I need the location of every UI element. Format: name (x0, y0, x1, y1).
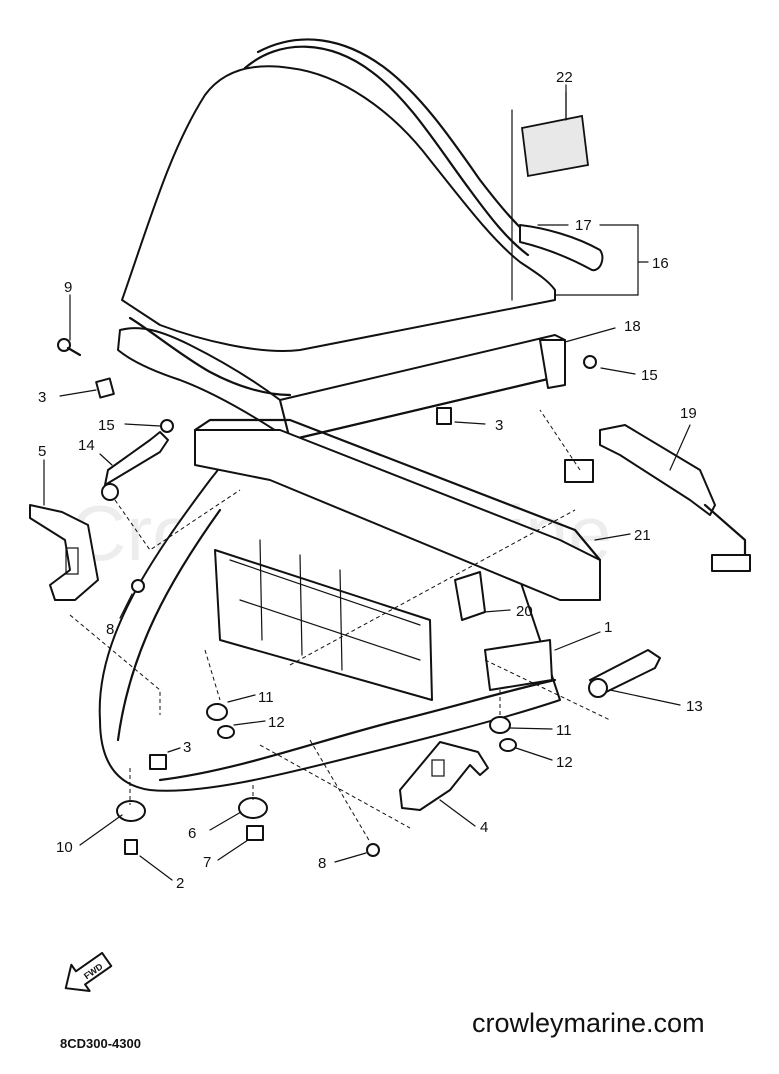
callout-17: 17 (575, 217, 592, 234)
callout-3-lower: 3 (183, 739, 191, 756)
callout-7: 7 (203, 854, 211, 871)
bolt-8-lower (366, 843, 380, 857)
collar-12-right (499, 738, 517, 752)
clip-3-lower (149, 754, 167, 770)
collar-12-left (217, 725, 235, 739)
callout-18: 18 (624, 318, 641, 335)
callout-14: 14 (78, 437, 95, 454)
callout-8-lower: 8 (318, 855, 326, 872)
bolt-8-upper (131, 579, 145, 593)
callout-labels: 22 17 16 9 18 3 15 3 15 14 19 5 21 8 20 … (38, 69, 703, 892)
grommet-11-right (489, 716, 511, 734)
callout-6: 6 (188, 825, 196, 842)
diagram-code: 8CD300-4300 (60, 1036, 141, 1051)
damper-6 (238, 797, 268, 819)
clip-3-left (95, 377, 115, 399)
fwd-arrow-icon: FWD (64, 951, 113, 992)
callout-16: 16 (652, 255, 669, 272)
label-plate-22 (521, 91, 589, 178)
windshield-part (121, 38, 604, 352)
bracket-5 (29, 504, 99, 601)
clip-3-mid (436, 407, 452, 425)
leader-lines (43, 84, 691, 881)
bolt-9 (57, 338, 82, 357)
screw-15-left (160, 419, 174, 433)
callout-3-mid: 3 (495, 417, 503, 434)
callout-15-right: 15 (641, 367, 658, 384)
callout-1: 1 (604, 619, 612, 636)
bracket-14 (101, 431, 169, 501)
callout-5: 5 (38, 443, 46, 460)
site-brand: crowleymarine.com (472, 1008, 705, 1038)
callout-15-left: 15 (98, 417, 115, 434)
callout-12-left: 12 (268, 714, 285, 731)
callout-22: 22 (556, 69, 573, 86)
damper-10 (116, 800, 146, 855)
callout-2: 2 (176, 875, 184, 892)
callout-8-upper: 8 (106, 621, 114, 638)
callout-3-left: 3 (38, 389, 46, 406)
cross-member-21 (193, 418, 602, 601)
callout-21: 21 (634, 527, 651, 544)
assembly-guides (69, 489, 611, 843)
rail-bracket-18 (279, 334, 567, 442)
callout-12-right: 12 (556, 754, 573, 771)
callout-11-right: 11 (556, 722, 572, 739)
callout-9: 9 (64, 279, 72, 296)
hinge-bracket-19 (539, 409, 751, 572)
callout-10: 10 (56, 839, 73, 856)
bracket-4 (399, 741, 489, 811)
collar-7 (246, 825, 264, 841)
screw-15-right (583, 355, 597, 369)
callout-4: 4 (480, 819, 488, 836)
callout-20: 20 (516, 603, 533, 620)
grommet-11-left (206, 703, 228, 721)
callout-11-left: 11 (258, 689, 274, 706)
callout-13: 13 (686, 698, 703, 715)
callout-19: 19 (680, 405, 697, 422)
bracket-13 (588, 649, 661, 698)
